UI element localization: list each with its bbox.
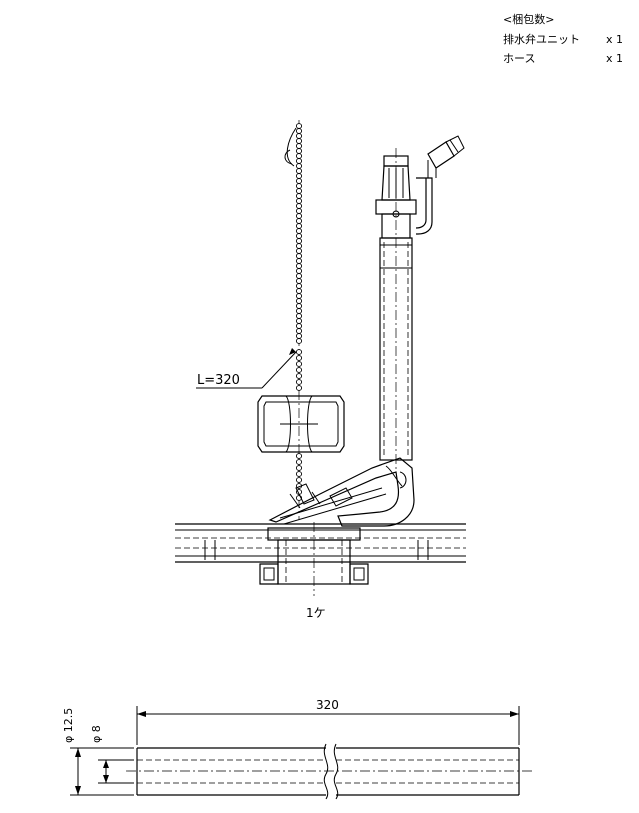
tank-floor — [175, 523, 466, 563]
chain — [284, 120, 303, 520]
chain-bead — [295, 459, 303, 465]
packing-list-heading: <梱包数> — [503, 12, 554, 26]
chain-bead — [295, 333, 303, 339]
chain-bead — [295, 148, 303, 154]
packing-list: <梱包数> 排水弁ユニット x 1 ホース x 1 — [503, 12, 623, 65]
chain-bead — [295, 361, 303, 367]
hose-drawing: 320 φ 12.5 φ 8 — [62, 698, 534, 800]
chain-bead — [295, 128, 303, 134]
chain-bead — [295, 385, 303, 391]
valve-body — [268, 457, 415, 527]
float — [257, 395, 345, 453]
unit-quantity-label: 1ケ — [306, 606, 326, 620]
chain-bead — [295, 173, 303, 179]
chain-bead — [295, 338, 303, 344]
outer-diameter-label: φ 12.5 — [62, 708, 75, 743]
chain-bead — [295, 318, 303, 324]
chain-bead — [295, 477, 303, 483]
chain-bead — [295, 253, 303, 259]
chain-bead — [295, 188, 303, 194]
chain-bead — [295, 198, 303, 204]
hose-length-label: 320 — [316, 698, 339, 712]
chain-bead — [295, 143, 303, 149]
chain-bead — [295, 379, 303, 385]
chain-bead — [295, 153, 303, 159]
chain-bead — [295, 273, 303, 279]
chain-bead — [295, 123, 303, 129]
chain-bead — [295, 349, 303, 355]
chain-bead — [295, 367, 303, 373]
chain-bead — [295, 298, 303, 304]
chain-bead — [295, 288, 303, 294]
chain-bead — [295, 328, 303, 334]
chain-bead — [295, 243, 303, 249]
chain-bead — [295, 218, 303, 224]
chain-bead — [295, 248, 303, 254]
chain-bead — [295, 263, 303, 269]
chain-bead — [295, 323, 303, 329]
packing-item-name: 排水弁ユニット — [503, 32, 580, 46]
chain-bead — [295, 238, 303, 244]
packing-item-qty: x 1 — [606, 33, 623, 46]
chain-bead — [295, 453, 303, 459]
chain-bead — [295, 278, 303, 284]
chain-length-label: L=320 — [197, 373, 240, 388]
packing-item-qty: x 1 — [606, 52, 623, 65]
overflow-pipe — [375, 135, 465, 470]
chain-bead — [295, 313, 303, 319]
chain-bead — [295, 258, 303, 264]
packing-item-name: ホース — [503, 52, 535, 65]
chain-bead — [295, 228, 303, 234]
chain-bead — [295, 465, 303, 471]
chain-bead — [295, 183, 303, 189]
chain-bead — [295, 158, 303, 164]
chain-bead — [295, 168, 303, 174]
chain-bead — [295, 193, 303, 199]
drain-valve-unit-drawing: L=320 — [175, 120, 466, 620]
chain-bead — [295, 208, 303, 214]
chain-bead — [295, 355, 303, 361]
chain-bead — [295, 203, 303, 209]
chain-bead — [295, 213, 303, 219]
chain-bead — [295, 163, 303, 169]
drain-outlet — [259, 522, 369, 596]
chain-bead — [295, 268, 303, 274]
chain-length-callout: L=320 — [196, 348, 297, 389]
chain-bead — [295, 293, 303, 299]
chain-bead — [295, 471, 303, 477]
chain-bead — [295, 303, 303, 309]
chain-bead — [295, 138, 303, 144]
inner-diameter-label: φ 8 — [90, 725, 103, 743]
chain-bead — [295, 133, 303, 139]
chain-bead — [295, 308, 303, 314]
chain-bead — [295, 373, 303, 379]
chain-bead — [295, 223, 303, 229]
chain-bead — [295, 283, 303, 289]
chain-bead — [295, 178, 303, 184]
chain-bead — [295, 233, 303, 239]
